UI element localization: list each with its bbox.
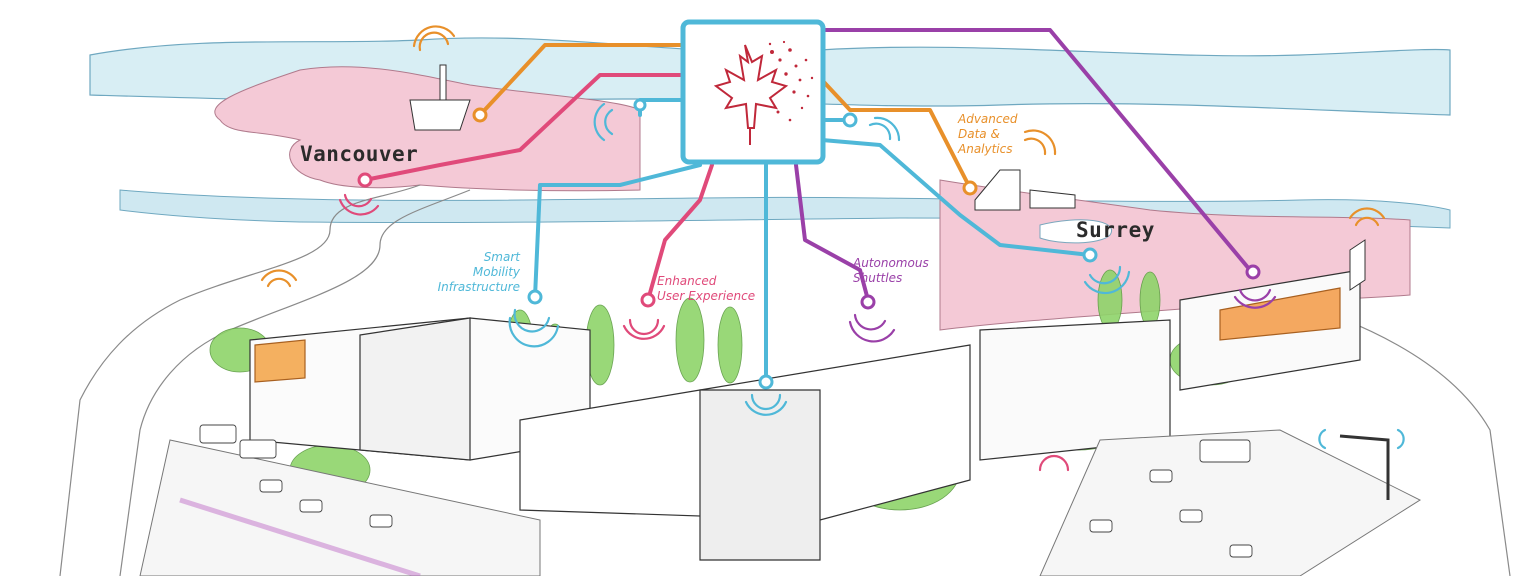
label-enhanced-user-experience: Enhanced User Experience <box>657 274 756 303</box>
network-nodes <box>357 98 1261 390</box>
label-advanced-data-analytics: Advanced Data & Analytics <box>958 112 1018 156</box>
network-lines <box>363 28 1252 382</box>
central-data-hub <box>680 19 826 165</box>
city-label-surrey: Surrey <box>1076 218 1155 242</box>
landmarks <box>409 64 1366 291</box>
wireless-signal-icons <box>260 25 1405 472</box>
label-smart-mobility-infrastructure: Smart Mobility Infrastructure <box>437 250 520 294</box>
street <box>139 424 1422 576</box>
buildings <box>249 269 1361 561</box>
maple-leaf-icon <box>713 40 814 145</box>
city-label-vancouver: Vancouver <box>300 142 419 166</box>
street-lamp <box>1339 434 1390 500</box>
label-autonomous-shuttles: Autonomous Shuttles <box>853 256 929 285</box>
